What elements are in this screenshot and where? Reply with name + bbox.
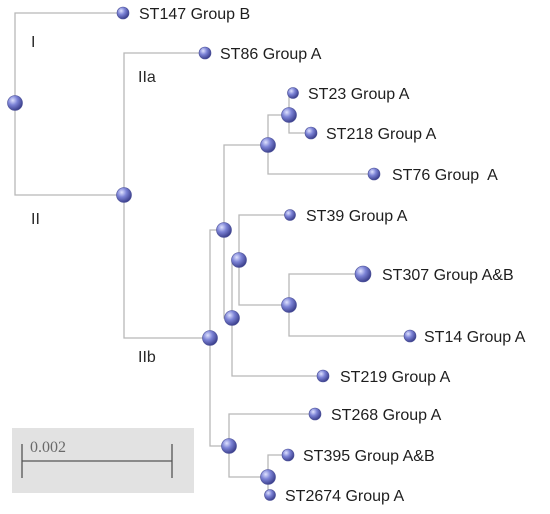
clade-label-iia: IIa (138, 69, 156, 86)
branch-node232-to-node239 (231, 259, 239, 318)
scale-bar: 0.002 (12, 428, 194, 493)
branch-ii-to-st86 (123, 52, 205, 195)
leaf-label-st218: ST218 Group A (326, 126, 437, 143)
leaf-node-st307 (354, 265, 372, 283)
node-iib-upper (216, 222, 232, 238)
leaf-node-st147 (116, 6, 130, 20)
node-st23-st218 (281, 107, 297, 123)
branch-node268-to-st76 (267, 145, 374, 175)
leaf-node-st39 (284, 209, 296, 221)
leaf-node-st2674 (264, 489, 276, 501)
leaf-label-st147: ST147 Group B (139, 6, 250, 23)
branch-node224-to-st39-group (223, 230, 232, 319)
leaf-node-st86 (198, 46, 212, 60)
branch-root-to-clade-ii (14, 103, 124, 196)
clade-labels: I II IIa IIb (31, 34, 156, 366)
branch-node229-to-node268b (228, 446, 268, 478)
leaf-label-st219: ST219 Group A (340, 369, 451, 386)
leaf-node-st219 (316, 369, 330, 383)
node-root (7, 95, 23, 111)
clade-label-ii: II (31, 211, 40, 228)
clade-label-i: I (31, 34, 35, 51)
leaf-node-st268 (308, 407, 322, 421)
leaf-label-st86: ST86 Group A (220, 46, 322, 63)
leaf-label-st307: ST307 Group A&B (382, 267, 514, 284)
leaf-label-st395: ST395 Group A&B (303, 448, 435, 465)
branch-iib-upper (209, 229, 224, 338)
scale-bar-label: 0.002 (30, 439, 66, 456)
leaf-label-st268: ST268 Group A (331, 407, 442, 424)
branch-node232-to-st219 (231, 318, 323, 377)
leaf-label-st76: ST76 Group A (392, 167, 498, 184)
node-clade-ii (116, 187, 132, 203)
node-st39-st307-st14 (231, 252, 247, 268)
branch-node239-to-st39 (238, 214, 290, 260)
leaf-label-st39: ST39 Group A (306, 208, 408, 225)
leaf-node-st23 (287, 87, 299, 99)
branch-node229-to-st268 (228, 413, 315, 446)
branch-node289b-to-st307 (288, 273, 363, 305)
nodes (7, 6, 417, 501)
leaf-node-st395 (281, 448, 295, 462)
leaf-label-st2674: ST2674 Group A (285, 488, 405, 505)
branch-root-to-st147 (14, 12, 123, 103)
branch-node239-to-node289b (238, 260, 289, 306)
node-st39-group (224, 310, 240, 326)
leaf-node-st218 (304, 126, 318, 140)
branch-iib-lower (209, 338, 229, 447)
node-st23-st218-st76 (260, 137, 276, 153)
node-iib-lower (221, 438, 237, 454)
node-clade-iib (202, 330, 218, 346)
branch-node224-to-st23-group (223, 144, 268, 230)
branch-ii-to-clade-iib (123, 195, 210, 339)
node-st395-st2674 (260, 469, 276, 485)
leaf-label-st14: ST14 Group A (424, 329, 526, 346)
clade-label-iib: IIb (138, 349, 156, 366)
branch-node289b-to-st14 (288, 305, 410, 337)
leaf-labels: ST147 Group B ST86 Group A ST23 Group A … (139, 6, 526, 505)
node-st307-st14 (281, 297, 297, 313)
leaf-node-st76 (367, 167, 381, 181)
leaf-label-st23: ST23 Group A (308, 86, 410, 103)
leaf-node-st14 (403, 329, 417, 343)
